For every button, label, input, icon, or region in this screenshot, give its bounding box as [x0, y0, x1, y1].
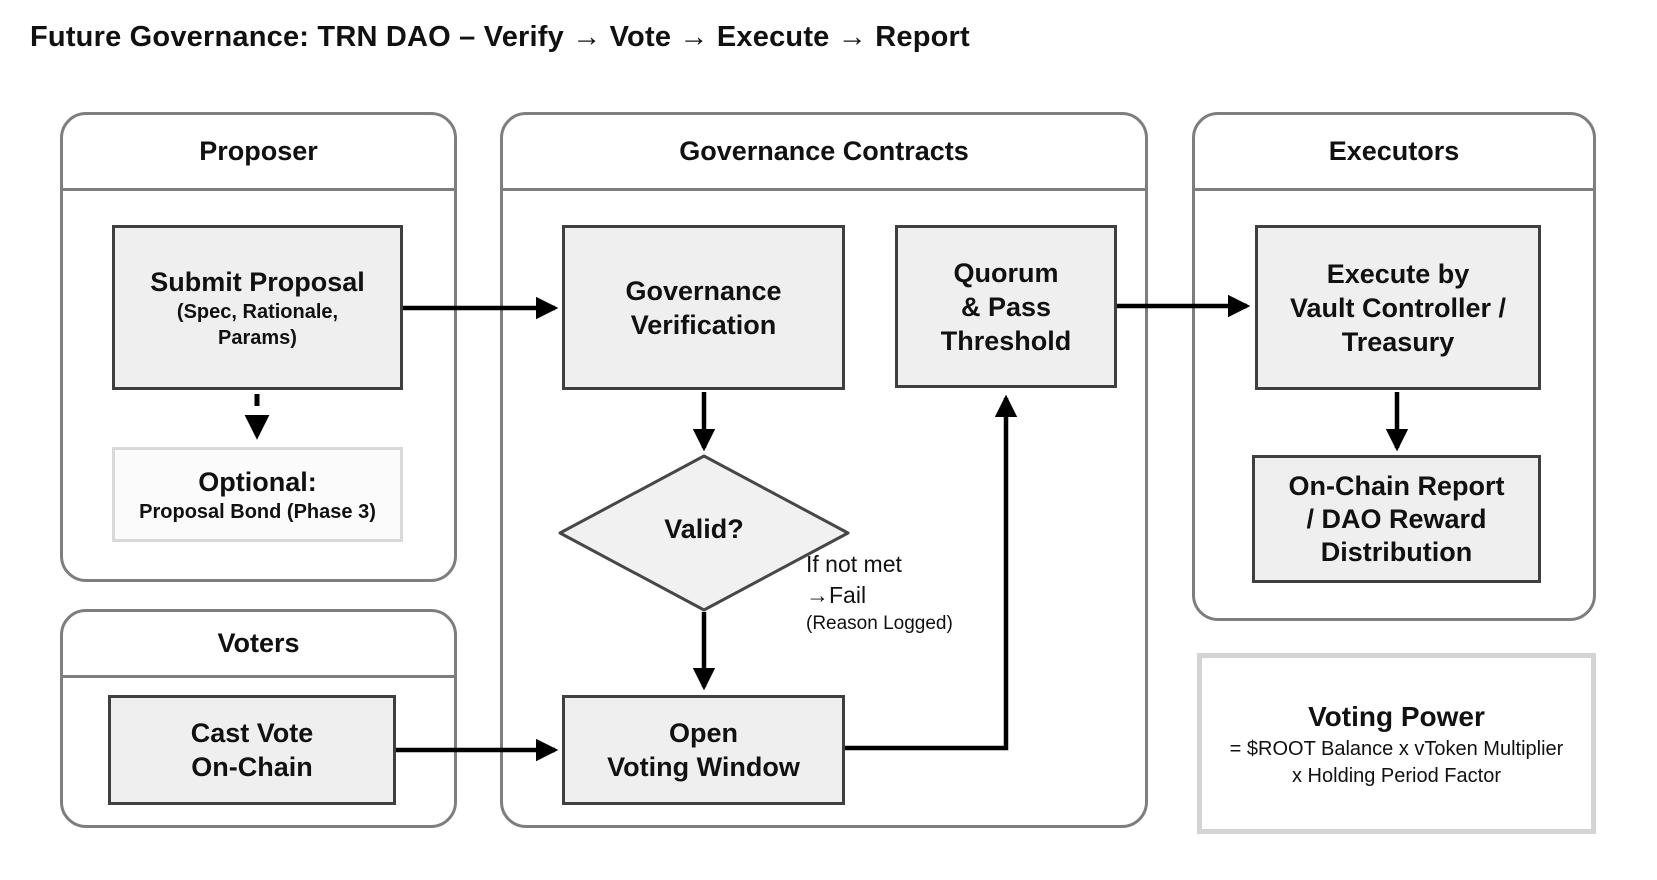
node-quorum-pass-threshold-title: Quorum & Pass Threshold	[941, 256, 1072, 358]
voting-power-formula-line2: x Holding Period Factor	[1292, 764, 1501, 787]
node-open-voting-window-title: Open Voting Window	[607, 716, 800, 784]
fail-note-line2: →Fail	[806, 582, 867, 608]
node-cast-vote-on-chain: Cast Vote On-Chain	[108, 695, 396, 805]
node-quorum-line3: Threshold	[940, 325, 1072, 356]
node-onchain-report-line1: On-Chain Report	[1288, 470, 1505, 501]
node-submit-proposal-subtitle-line1: (Spec, Rationale,	[176, 300, 339, 323]
group-voters-header: Voters	[63, 612, 454, 678]
voting-power-formula-line1: = $ROOT Balance x vToken Multiplier	[1229, 737, 1564, 760]
node-open-voting-window-line2: Voting Window	[607, 752, 800, 782]
node-onchain-report-line3: Distribution	[1320, 536, 1473, 567]
fail-note-line1: If not met	[806, 551, 902, 577]
node-submit-proposal-subtitle: (Spec, Rationale, Params)	[177, 299, 338, 351]
node-optional-proposal-bond: Optional: Proposal Bond (Phase 3)	[112, 447, 403, 542]
node-cast-vote-title: Cast Vote On-Chain	[191, 716, 314, 784]
node-execute-line2: Vault Controller /	[1289, 292, 1507, 323]
voting-power-title: Voting Power	[1308, 700, 1485, 732]
node-execute-vault-controller-title: Execute by Vault Controller / Treasury	[1290, 257, 1506, 359]
group-proposer-header: Proposer	[63, 115, 454, 191]
group-governance-contracts-header: Governance Contracts	[503, 115, 1145, 191]
node-optional-proposal-bond-subtitle: Proposal Bond (Phase 3)	[139, 500, 376, 523]
node-cast-vote-line1: Cast Vote	[190, 718, 314, 748]
node-onchain-report-reward: On-Chain Report / DAO Reward Distributio…	[1252, 455, 1541, 583]
node-quorum-line2: & Pass	[960, 291, 1052, 322]
diagram-title: Future Governance: TRN DAO – Verify → Vo…	[30, 21, 970, 53]
node-governance-verification-title: Governance Verification	[625, 274, 781, 342]
node-onchain-report-line2: / DAO Reward	[1306, 503, 1487, 534]
voting-power-box: Voting Power = $ROOT Balance x vToken Mu…	[1197, 653, 1596, 834]
node-cast-vote-line2: On-Chain	[191, 752, 313, 782]
node-governance-verification-line2: Verification	[630, 309, 777, 340]
fail-note: If not met →Fail (Reason Logged)	[806, 549, 953, 637]
node-quorum-line1: Quorum	[953, 257, 1059, 288]
node-governance-verification-line1: Governance	[625, 275, 782, 306]
node-execute-vault-controller: Execute by Vault Controller / Treasury	[1255, 225, 1541, 390]
node-open-voting-window: Open Voting Window	[562, 695, 845, 805]
node-optional-proposal-bond-title: Optional:	[198, 466, 317, 497]
fail-note-line3: (Reason Logged)	[806, 613, 953, 634]
node-submit-proposal-title: Submit Proposal	[150, 266, 365, 297]
group-executors-header: Executors	[1195, 115, 1593, 191]
decision-valid-label: Valid?	[664, 514, 744, 544]
node-execute-line3: Treasury	[1341, 326, 1455, 357]
node-governance-verification: Governance Verification	[562, 225, 845, 390]
node-onchain-report-title: On-Chain Report / DAO Reward Distributio…	[1289, 470, 1505, 569]
node-submit-proposal-subtitle-line2: Params)	[218, 326, 297, 349]
node-execute-line1: Execute by	[1326, 258, 1470, 289]
node-open-voting-window-line1: Open	[668, 718, 738, 748]
node-quorum-pass-threshold: Quorum & Pass Threshold	[895, 225, 1117, 388]
node-submit-proposal: Submit Proposal (Spec, Rationale, Params…	[112, 225, 403, 390]
